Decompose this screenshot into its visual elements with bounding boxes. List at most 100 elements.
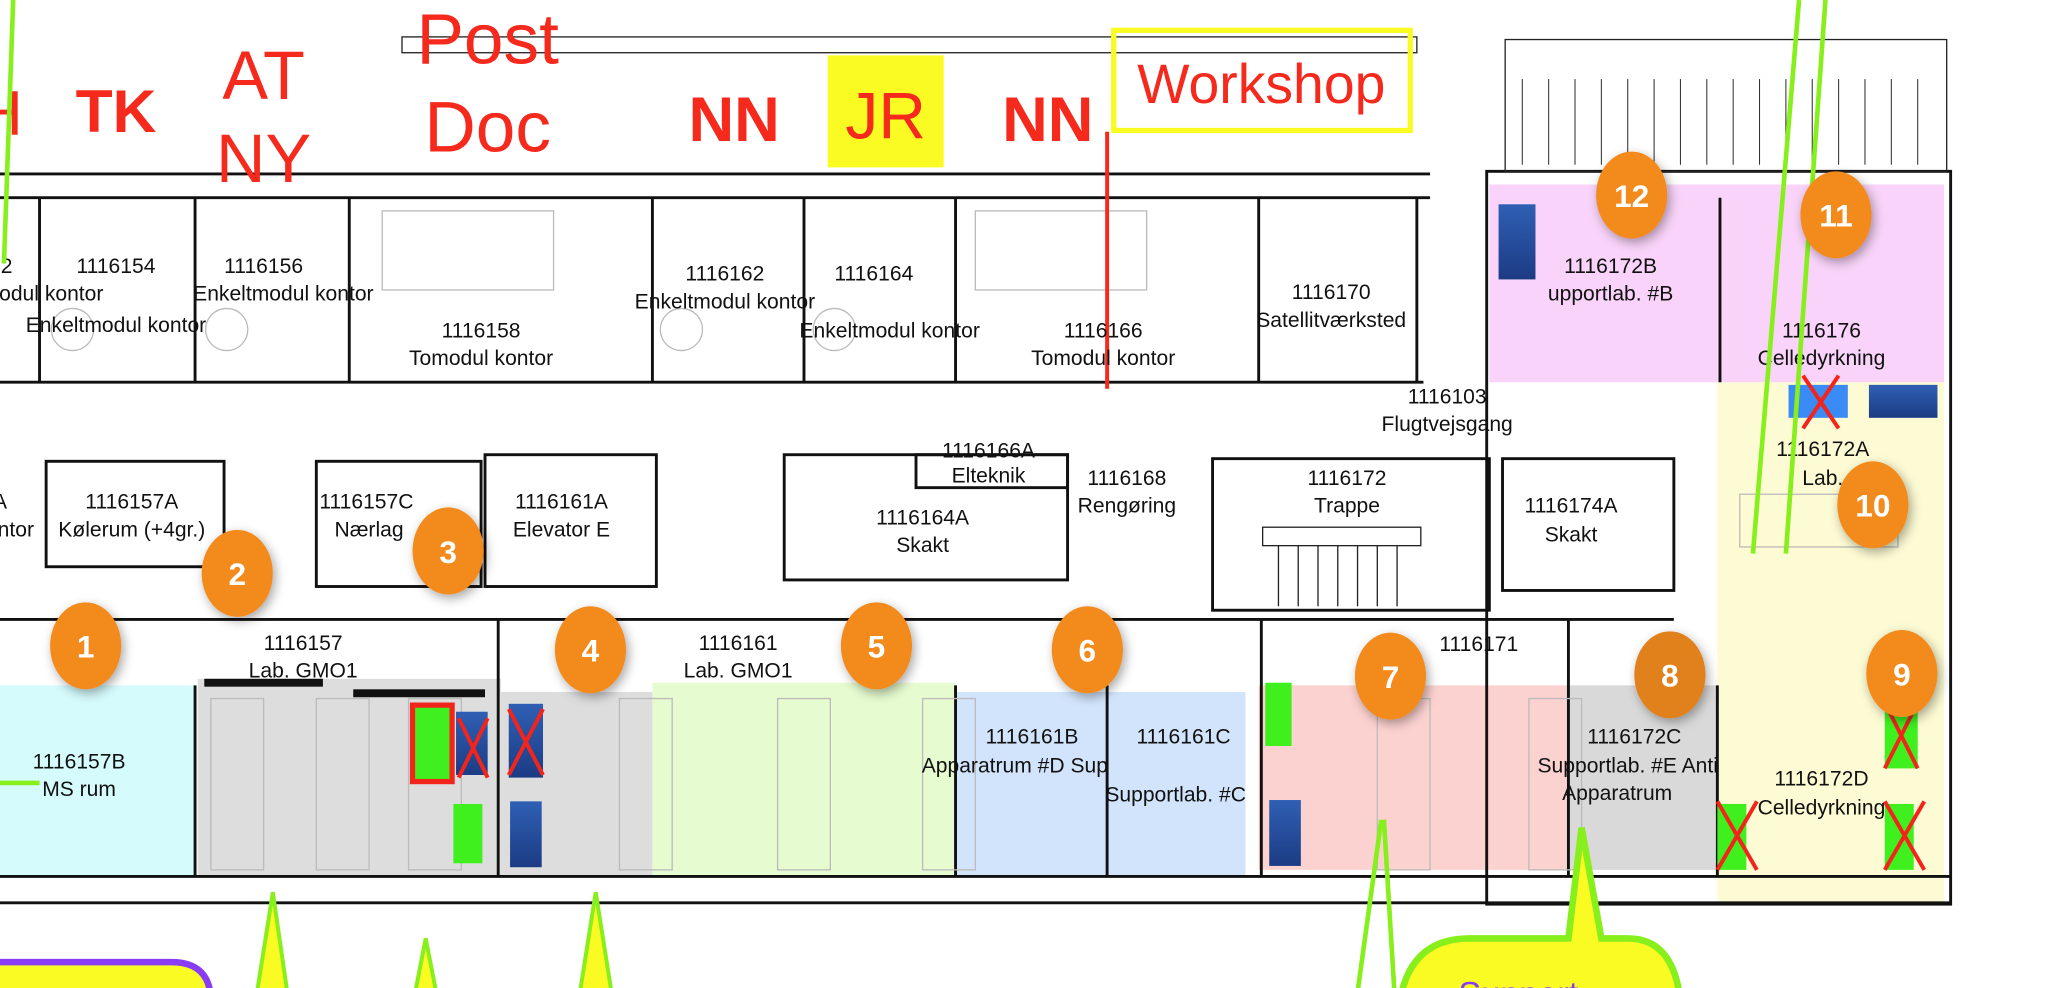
- marker-4[interactable]: 4: [554, 606, 627, 694]
- workshop-box: [1111, 27, 1413, 134]
- room-name: Enkeltmodul kontor: [0, 283, 103, 306]
- equipment-blue: [1868, 384, 1938, 418]
- svg-text:3: 3: [439, 534, 457, 570]
- room-name: Elteknik: [952, 464, 1026, 487]
- room-number: 1116176: [1782, 319, 1861, 342]
- callout-support-text: Support: [1458, 976, 1578, 988]
- room-number: 1116172C: [1587, 725, 1681, 748]
- room-name: MS rum: [42, 778, 116, 801]
- room-number: 1116103: [1408, 385, 1487, 408]
- room-name: Skakt: [1545, 524, 1598, 547]
- room-number: 1116164A: [876, 507, 970, 530]
- room-number: 1116161C: [1136, 725, 1230, 748]
- room-name: Lab.: [1802, 467, 1843, 490]
- callout-support: [1399, 827, 1682, 988]
- marker-10[interactable]: 10: [1837, 461, 1909, 549]
- room-name: Enkeltmodul kontor: [635, 290, 815, 313]
- marker-11[interactable]: 11: [1800, 171, 1872, 259]
- zone-pink: [1258, 685, 1569, 870]
- room-name: Tomodul kontor: [409, 347, 553, 370]
- room-name: Rengøring: [1078, 495, 1176, 518]
- room-number: 1116157B: [33, 750, 126, 773]
- equipment-blue: [1269, 800, 1301, 866]
- marker-12[interactable]: 12: [1596, 151, 1668, 239]
- jr-highlight: [827, 55, 944, 168]
- marker-3[interactable]: 3: [412, 507, 484, 595]
- room-number: 1116172B: [1564, 255, 1657, 278]
- room-name: Trappe: [1314, 495, 1380, 518]
- room-number: 1116156: [224, 255, 303, 278]
- room-number: 1116157A: [85, 491, 179, 514]
- svg-text:11: 11: [1819, 198, 1852, 234]
- room-name: Lab. GMO1: [249, 659, 358, 682]
- room-number: 1116166A: [942, 439, 1036, 462]
- room-name: Enkeltmodul kontor: [26, 314, 206, 337]
- svg-text:5: 5: [868, 629, 886, 665]
- marker-7[interactable]: 7: [1354, 632, 1427, 720]
- svg-text:12: 12: [1614, 178, 1649, 214]
- room-name: Elevator E: [513, 518, 610, 541]
- zone-apparatrum-blue: [955, 691, 1246, 877]
- room-name: upportlab. #B: [1548, 283, 1673, 306]
- svg-text:1: 1: [77, 629, 95, 665]
- room-name: Apparatrum #D Sup: [922, 754, 1108, 777]
- annotation-ny: NY: [216, 120, 311, 197]
- room-name: Satellitværksted: [1256, 309, 1406, 332]
- room-name: ntor: [0, 518, 34, 541]
- marker-1[interactable]: 1: [50, 602, 122, 690]
- zone-gmo1-green: [652, 682, 956, 877]
- room-name: Tomodul kontor: [1031, 347, 1175, 370]
- room-number: 2: [1, 255, 13, 278]
- annotation-workshop: Workshop: [1137, 53, 1385, 115]
- marker-5[interactable]: 5: [840, 602, 913, 690]
- markers: 1 2 3 4 5 6 7 8 9 10 11 12: [50, 151, 1938, 720]
- room-number: 1116158: [442, 319, 521, 342]
- room-number: A: [0, 491, 8, 514]
- room-number: 1116172D: [1774, 768, 1868, 791]
- room-name: Celledyrkning: [1758, 797, 1886, 820]
- room-name: Supportlab. #C: [1105, 783, 1246, 806]
- svg-text:10: 10: [1855, 488, 1890, 524]
- annotation-post: Post: [416, 0, 559, 79]
- svg-text:2: 2: [228, 556, 246, 592]
- marker-8[interactable]: 8: [1634, 631, 1706, 719]
- room-number: 1116161: [699, 632, 778, 655]
- equipment-blue: [1498, 204, 1536, 280]
- room-number: 1116174A: [1525, 495, 1619, 518]
- svg-text:6: 6: [1079, 633, 1097, 669]
- room-name: Nærlag: [334, 518, 403, 541]
- room-name: Supportlab. #E Anti: [1537, 754, 1717, 777]
- annotation-doc: Doc: [424, 89, 551, 168]
- annotation-tk: TK: [76, 77, 157, 145]
- room-number: 1116170: [1292, 281, 1371, 304]
- room-number: 1116168: [1087, 467, 1166, 490]
- room-number: 1116157C: [319, 491, 413, 514]
- room-name: Skakt: [896, 534, 949, 557]
- room-number: 1116154: [77, 255, 156, 278]
- room-name: Apparatrum: [1562, 782, 1672, 805]
- equipment-green: [1265, 682, 1292, 746]
- callout-left: [0, 958, 213, 988]
- room-name: Enkeltmodul kontor: [193, 283, 373, 306]
- callout-lines: Support: [0, 0, 1828, 988]
- marker-2[interactable]: 2: [201, 529, 273, 617]
- equipment-green-highlighted: [409, 702, 455, 785]
- room-name: Enkeltmodul kontor: [799, 319, 979, 342]
- room-number: 1116172: [1308, 467, 1387, 490]
- marker-6[interactable]: 6: [1051, 606, 1123, 694]
- svg-text:8: 8: [1661, 658, 1679, 694]
- room-number: 1116171: [1439, 633, 1518, 656]
- room-name: Flugtvejsgang: [1382, 413, 1513, 436]
- room-number: 1116172A: [1776, 438, 1870, 461]
- room-number: 1116161B: [985, 725, 1078, 748]
- annotation-jr: JR: [845, 78, 926, 152]
- room-number: 1116166: [1064, 319, 1143, 342]
- equipment: [204, 204, 1938, 871]
- room-number: 1116157: [264, 632, 343, 655]
- annotation-nn-1: NN: [688, 85, 779, 155]
- room-name: Kølerum (+4gr.): [58, 518, 205, 541]
- annotation-at: AT: [222, 37, 304, 114]
- room-number: 1116164: [834, 263, 913, 286]
- marker-9[interactable]: 9: [1866, 630, 1938, 717]
